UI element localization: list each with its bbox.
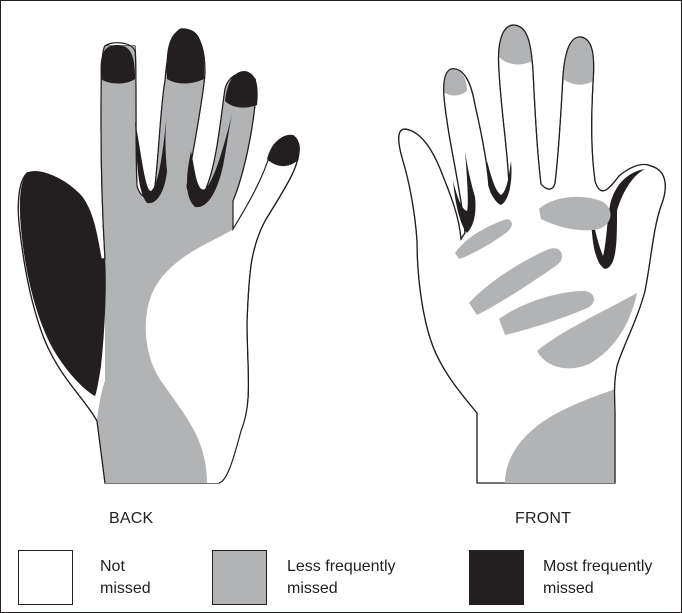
front-fingertip-ring	[563, 37, 594, 85]
legend-label-line: missed	[543, 578, 682, 600]
front-hand-silhouette	[399, 25, 666, 483]
back-hand-label: BACK	[109, 509, 153, 529]
legend-swatch-not-missed	[18, 550, 73, 605]
back-fingertip-little	[267, 135, 300, 166]
front-hand-label: FRONT	[515, 509, 571, 529]
legend-label-line: Less frequently	[287, 556, 437, 578]
back-hand-most-missed-edge	[20, 172, 106, 396]
legend-label-less-frequently-missed: Less frequently missed	[287, 556, 437, 600]
legend-swatch-less-frequently-missed	[212, 550, 267, 605]
front-hand	[399, 25, 666, 483]
legend-label-line: Most frequently	[543, 556, 682, 578]
back-hand	[18, 29, 299, 483]
legend-label-most-frequently-missed: Most frequently missed	[543, 556, 682, 600]
legend-label-line: missed	[287, 578, 437, 600]
legend-swatch-most-frequently-missed	[469, 550, 524, 605]
back-fingertip-middle	[167, 29, 205, 84]
